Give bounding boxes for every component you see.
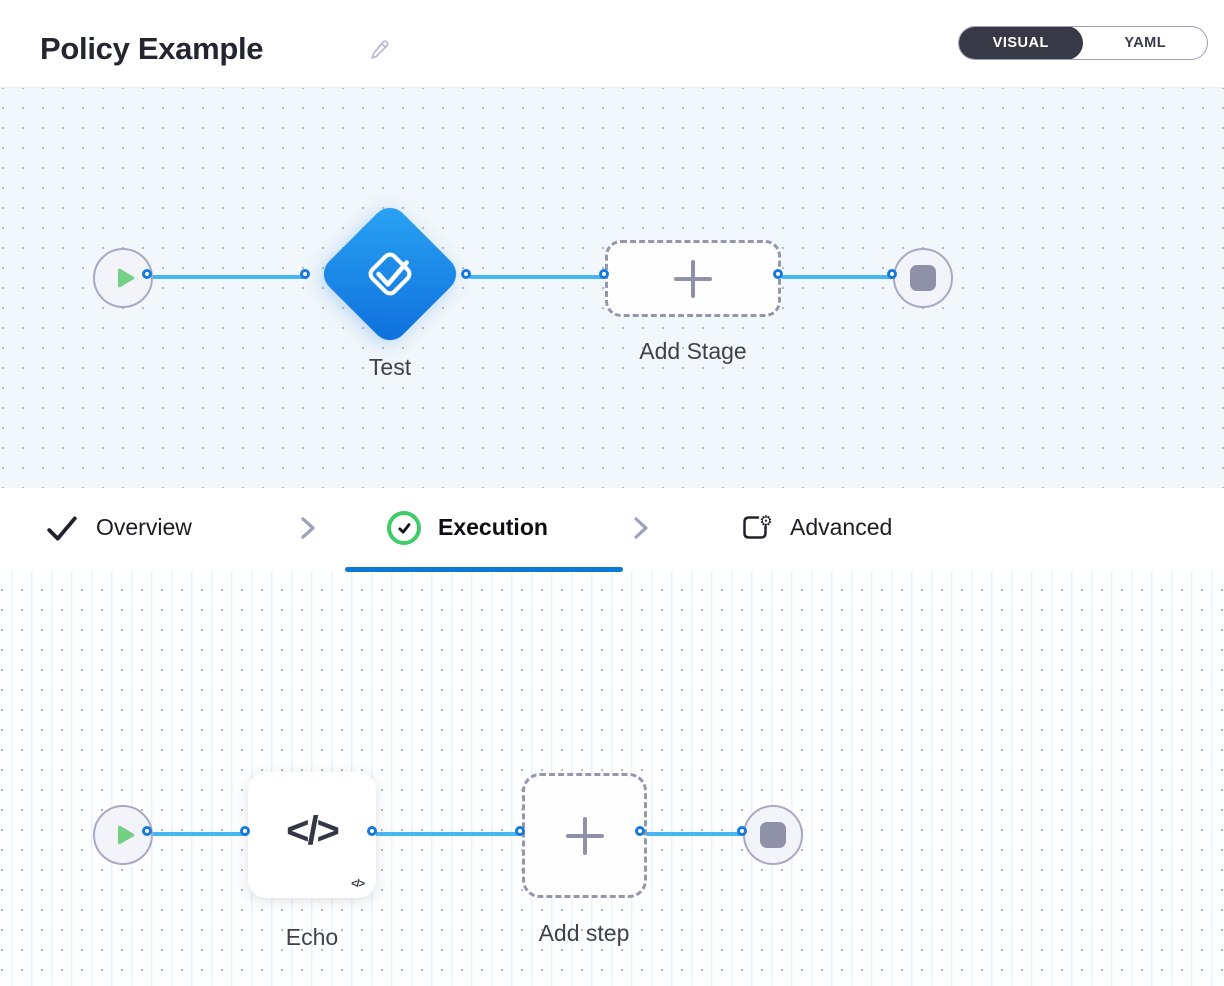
stage-canvas[interactable]: Test Add Stage [0,88,1224,488]
connector-endpoint[interactable] [635,826,645,836]
connector-endpoint[interactable] [142,269,152,279]
connector-line [150,275,308,279]
tab-execution-label: Execution [438,514,548,540]
stop-icon [760,822,786,848]
play-icon [117,825,135,845]
pencil-icon [371,40,389,59]
tab-overview[interactable]: Overview [45,488,192,567]
step-label: Echo [285,924,339,950]
connector-endpoint[interactable] [300,269,310,279]
connector-endpoint[interactable] [142,826,152,836]
tab-overview-label: Overview [96,514,192,540]
plus-icon [565,816,604,855]
connector-endpoint[interactable] [515,826,525,836]
connector-line [375,832,523,836]
toggle-visual-button[interactable]: VISUAL [959,27,1084,59]
stage-tabbar: Overview Execution ⚙ Advanced [0,488,1224,572]
connector-endpoint[interactable] [773,269,783,279]
execution-end-node[interactable] [743,805,803,865]
pipeline-end-node[interactable] [893,248,953,308]
connector-endpoint[interactable] [887,269,897,279]
stop-icon [910,265,936,291]
play-icon [117,268,135,288]
toggle-yaml-button[interactable]: YAML [1124,35,1167,51]
page-title: Policy Example [40,31,264,66]
stage-node-test[interactable] [316,200,464,348]
view-mode-toggle: VISUAL YAML [958,26,1208,60]
settings-square-icon: ⚙ [743,513,773,539]
connector-endpoint[interactable] [367,826,377,836]
stage-label: Test [368,354,412,380]
approval-stage-icon [368,252,412,296]
svg-text:⚙: ⚙ [759,513,772,530]
page-header: Policy Example VISUAL YAML [0,0,1224,88]
edit-title-button[interactable] [368,38,392,62]
chevron-right-icon [634,517,648,539]
plus-icon [674,259,712,298]
tab-advanced-label: Advanced [790,514,893,540]
tab-execution[interactable]: Execution [387,488,548,567]
step-node-echo[interactable]: </> </> [248,772,376,898]
code-badge-icon: </> [351,878,365,890]
tab-advanced[interactable]: ⚙ Advanced [740,488,892,567]
add-stage-button[interactable] [605,240,781,317]
active-tab-indicator [345,567,623,572]
check-icon [47,516,77,541]
add-stage-label: Add Stage [639,338,747,364]
connector-line [643,832,745,836]
code-icon: </> [286,808,340,853]
connector-endpoint[interactable] [240,826,250,836]
add-step-button[interactable] [522,773,647,898]
connector-endpoint[interactable] [599,269,609,279]
add-step-label: Add step [538,920,630,946]
connector-line [150,832,248,836]
chevron-right-icon [301,517,315,539]
connector-endpoint[interactable] [461,269,471,279]
connector-line [781,275,895,279]
step-canvas[interactable]: </> </> Echo Add step [0,572,1224,986]
connector-line [469,275,607,279]
check-circle-icon [387,510,421,545]
connector-endpoint[interactable] [737,826,747,836]
